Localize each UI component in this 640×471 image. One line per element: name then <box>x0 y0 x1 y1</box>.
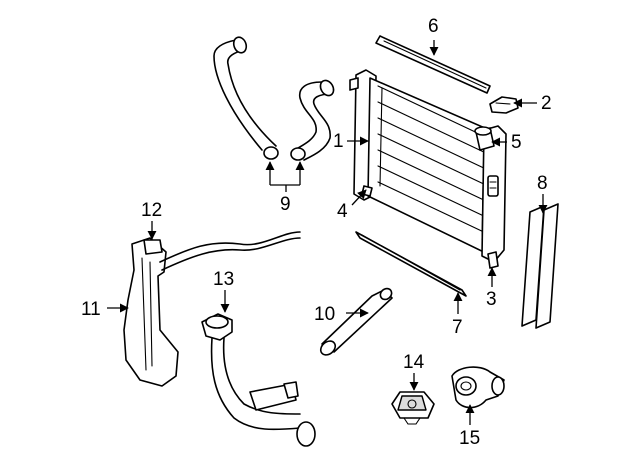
callout-14: 14 <box>403 352 425 373</box>
thermostat-housing <box>451 366 505 409</box>
callout-2: 2 <box>541 93 552 114</box>
callout-8: 8 <box>537 173 548 194</box>
radiator-bracket <box>489 96 519 114</box>
callout-6: 6 <box>428 16 439 37</box>
bypass-hose <box>319 287 393 356</box>
callout-5: 5 <box>511 132 522 153</box>
callout-10: 10 <box>314 304 335 325</box>
coolant-reservoir <box>123 231 301 387</box>
leader-lines <box>107 40 548 425</box>
upper-seal-strip <box>375 35 491 94</box>
callout-3: 3 <box>486 289 497 310</box>
callout-4: 4 <box>337 201 348 222</box>
callout-12: 12 <box>141 200 162 221</box>
callout-7: 7 <box>452 317 463 338</box>
callout-1: 1 <box>333 131 344 152</box>
callout-13: 13 <box>213 269 234 290</box>
callout-15: 15 <box>459 428 480 449</box>
callout-11: 11 <box>81 299 101 320</box>
thermostat <box>391 391 435 425</box>
radiator-hoses <box>213 36 335 161</box>
coolant-outlet-tube <box>201 313 316 447</box>
side-air-seals <box>521 203 559 329</box>
lower-seal-strip <box>355 231 467 297</box>
callout-9: 9 <box>280 194 291 215</box>
radiator <box>349 69 507 269</box>
callout-labels: 6 2 1 5 4 8 9 3 7 10 11 12 13 14 15 <box>81 16 552 449</box>
